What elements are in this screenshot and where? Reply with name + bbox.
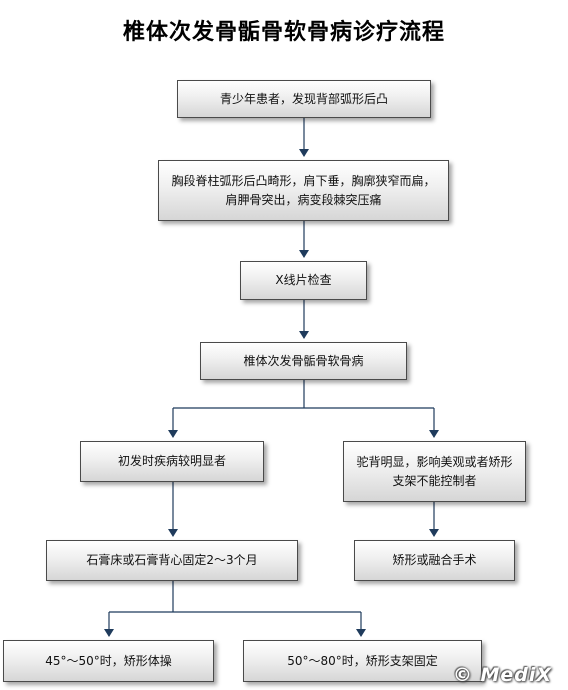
medix-watermark: © MediX xyxy=(452,664,552,686)
node-early-stage: 初发时疾病较明显者 xyxy=(80,441,264,482)
flowchart-title: 椎体次发骨骺骨软骨病诊疗流程 xyxy=(122,20,445,45)
node-exercise: 45°～50°时，矫形体操 xyxy=(3,640,214,682)
node-severe-kyphosis: 驼背明显，影响美观或者矫形支架不能控制者 xyxy=(343,441,526,502)
node-young-patient: 青少年患者，发现背部弧形后凸 xyxy=(177,80,431,118)
node-plaster-fixation: 石膏床或石膏背心固定2～3个月 xyxy=(46,540,298,581)
node-surgery: 矫形或融合手术 xyxy=(354,540,515,581)
node-xray-exam: X线片检查 xyxy=(240,261,367,300)
node-symptoms: 胸段脊柱弧形后凸畸形，肩下垂，胸廓狭窄而扁，肩胛骨突出，病变段棘突压痛 xyxy=(158,160,449,221)
node-diagnosis: 椎体次发骨骺骨软骨病 xyxy=(200,342,407,380)
node-brace: 50°～80°时，矫形支架固定 xyxy=(243,640,482,682)
